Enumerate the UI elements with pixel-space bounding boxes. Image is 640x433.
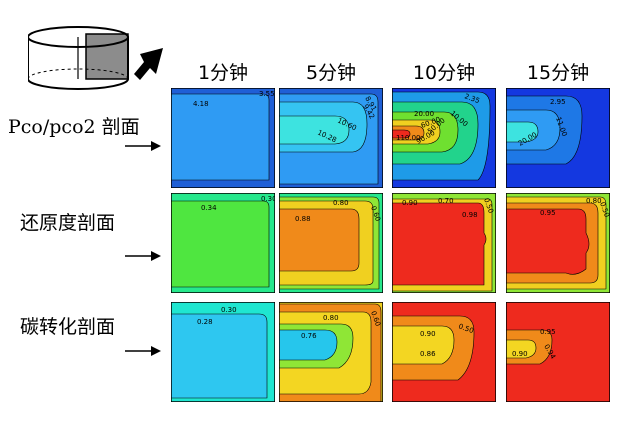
svg-text:2.95: 2.95 xyxy=(550,98,566,106)
col-title-3: 10分钟 xyxy=(412,62,476,84)
row-title-reduction: 还原度剖面 xyxy=(20,212,116,234)
panel-carbon-5min: 0.80 0.60 0.76 xyxy=(279,302,383,402)
panel-pco-10min: 2.35 20.00 60.00 50.00 110.00 90.00 10.0… xyxy=(392,88,496,188)
svg-text:0.80: 0.80 xyxy=(333,199,349,207)
svg-text:0.80: 0.80 xyxy=(586,197,602,205)
svg-text:0.88: 0.88 xyxy=(295,215,311,223)
panel-carbon-15min: 0.95 0.90 0.94 xyxy=(506,302,610,402)
svg-text:0.90: 0.90 xyxy=(402,199,418,207)
svg-text:0.95: 0.95 xyxy=(540,209,556,217)
panel-reduction-1min: 0.34 0.30 xyxy=(171,193,275,293)
svg-text:0.86: 0.86 xyxy=(420,350,436,358)
panel-reduction-10min: 0.90 0.70 0.50 0.98 xyxy=(392,193,496,293)
svg-text:20.00: 20.00 xyxy=(414,110,434,118)
row-title-pco: Pco/pco2 剖面 xyxy=(8,116,140,138)
col-title-4: 15分钟 xyxy=(526,62,590,84)
svg-text:0.34: 0.34 xyxy=(201,204,217,212)
cylinder-diagram xyxy=(28,26,163,90)
panel-pco-15min: 2.95 11.00 20.00 xyxy=(506,88,610,188)
arrow-right-icon xyxy=(125,141,161,151)
col-title-1: 1分钟 xyxy=(197,62,249,84)
svg-text:0.30: 0.30 xyxy=(261,195,275,203)
panel-carbon-10min: 0.50 0.90 0.86 xyxy=(392,302,496,402)
svg-text:0.70: 0.70 xyxy=(438,197,454,205)
svg-text:0.80: 0.80 xyxy=(323,314,339,322)
svg-text:4.18: 4.18 xyxy=(193,100,209,108)
panel-reduction-5min: 0.80 0.60 0.88 xyxy=(279,193,383,293)
panel-reduction-15min: 0.80 0.50 0.95 xyxy=(506,193,610,293)
svg-text:0.90: 0.90 xyxy=(420,330,436,338)
arrow-right-icon xyxy=(125,346,161,356)
svg-text:0.28: 0.28 xyxy=(197,318,213,326)
svg-text:0.95: 0.95 xyxy=(540,328,556,336)
col-title-2: 5分钟 xyxy=(305,62,357,84)
svg-text:0.50: 0.50 xyxy=(598,201,610,218)
arrow-right-icon xyxy=(125,251,161,261)
svg-text:0.90: 0.90 xyxy=(512,350,528,358)
svg-text:110.00: 110.00 xyxy=(396,134,421,142)
panel-pco-5min: 8.91 9.42 10.60 10.28 xyxy=(279,88,383,188)
svg-text:0.98: 0.98 xyxy=(462,211,478,219)
svg-text:0.76: 0.76 xyxy=(301,332,317,340)
panel-carbon-1min: 0.30 0.28 xyxy=(171,302,275,402)
row-title-carbon: 碳转化剖面 xyxy=(20,316,116,338)
svg-text:0.30: 0.30 xyxy=(221,306,237,314)
panel-pco-1min: 3.55 4.18 xyxy=(171,88,275,188)
svg-text:3.55: 3.55 xyxy=(259,90,275,98)
